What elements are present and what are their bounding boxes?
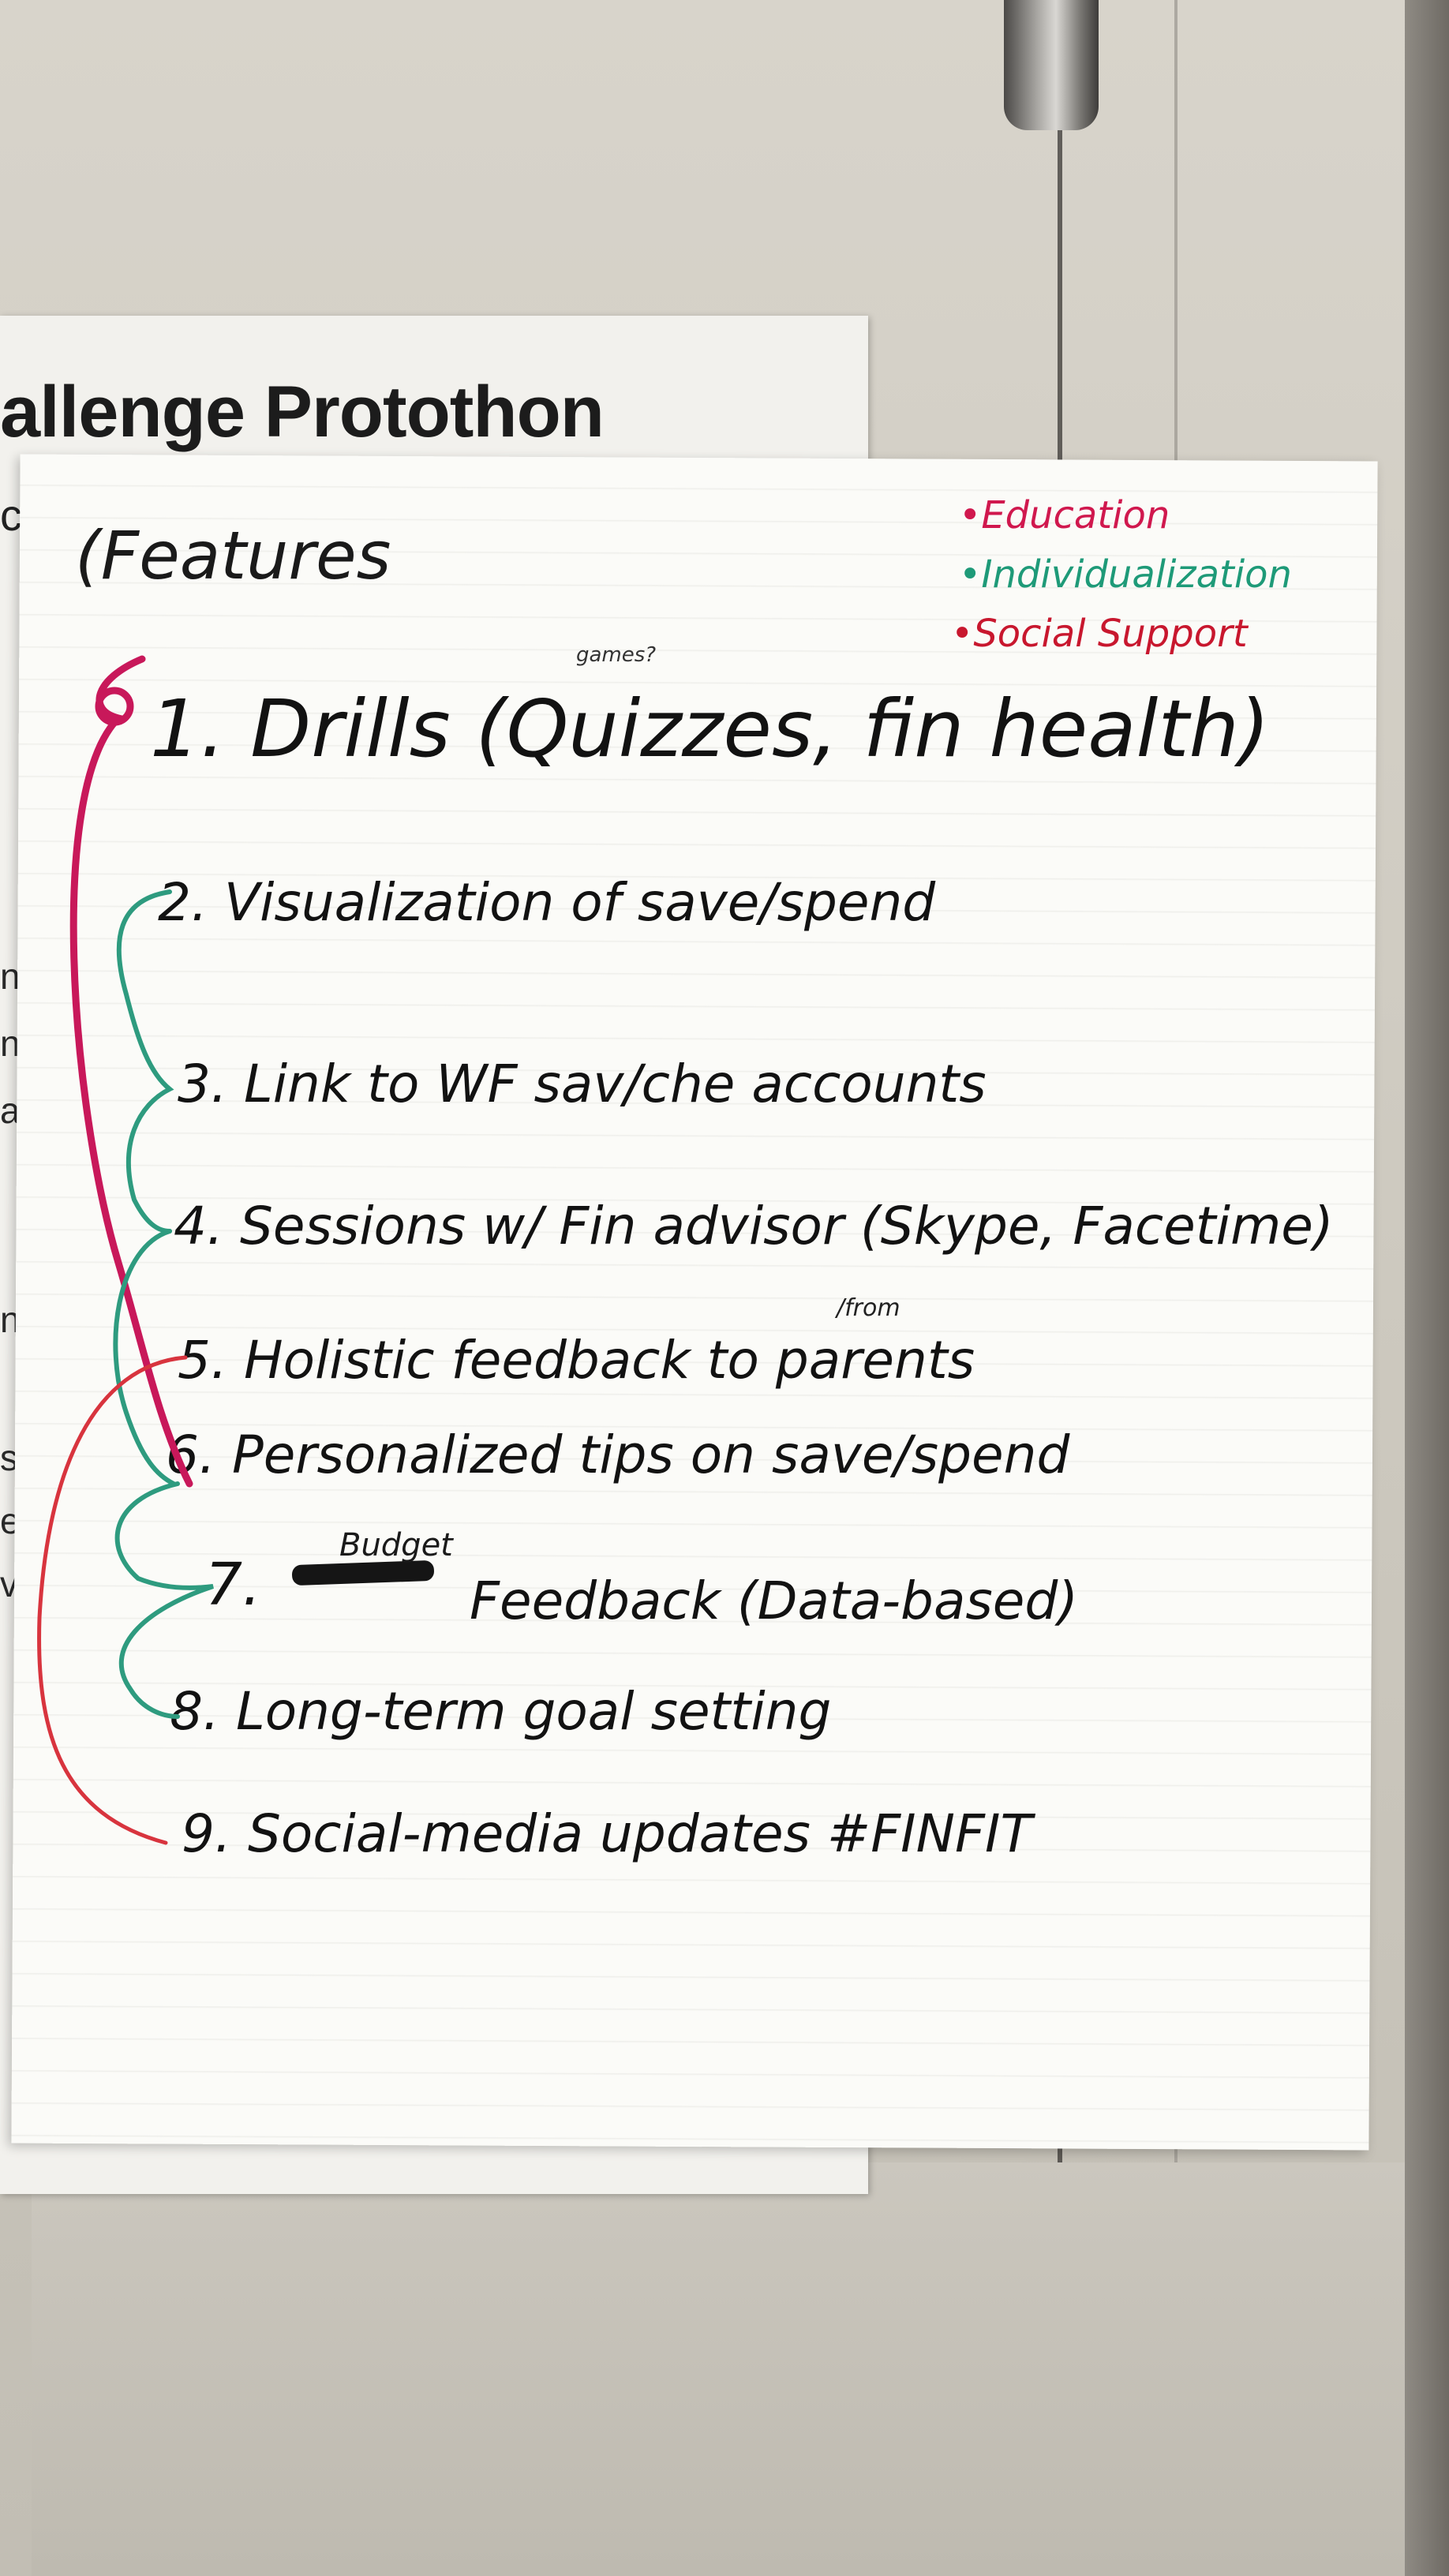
- annotation-budget: Budget: [339, 1527, 453, 1563]
- feature-item-2: 2. Visualization of save/spend: [158, 872, 936, 933]
- feature-item-5: 5. Holistic feedback to parents: [178, 1330, 975, 1391]
- feature-item-9: 9. Social-media updates #FINFIT: [182, 1803, 1032, 1864]
- door-hinge: [1004, 0, 1099, 130]
- door-lower-panel: [32, 2162, 1405, 2576]
- back-sheet-subtitle: c: [0, 490, 22, 540]
- annotation-games: games?: [576, 643, 657, 667]
- back-sheet-title: allenge Protothon: [0, 372, 605, 452]
- legend-social-support: •Social Support: [951, 612, 1248, 656]
- features-heading: (Features: [75, 517, 391, 594]
- feature-item-7-number: 7.: [205, 1551, 261, 1619]
- feature-item-3: 3. Link to WF sav/che accounts: [178, 1054, 987, 1114]
- door-frame-edge: [1405, 0, 1449, 2576]
- feature-item-4: 4. Sessions w/ Fin advisor (Skype, Facet…: [174, 1196, 1334, 1256]
- feature-item-8: 8. Long-term goal setting: [170, 1681, 832, 1742]
- legend-individualization: •Individualization: [959, 552, 1292, 597]
- feature-item-1: 1. Drills (Quizzes, fin health): [150, 683, 1270, 775]
- legend-education: •Education: [959, 493, 1170, 537]
- annotation-from: /from: [837, 1294, 900, 1322]
- feature-item-7: Feedback (Data-based): [470, 1571, 1079, 1631]
- back-sheet-fragment: s: [0, 1437, 18, 1478]
- feature-item-6: 6. Personalized tips on save/spend: [166, 1425, 1070, 1485]
